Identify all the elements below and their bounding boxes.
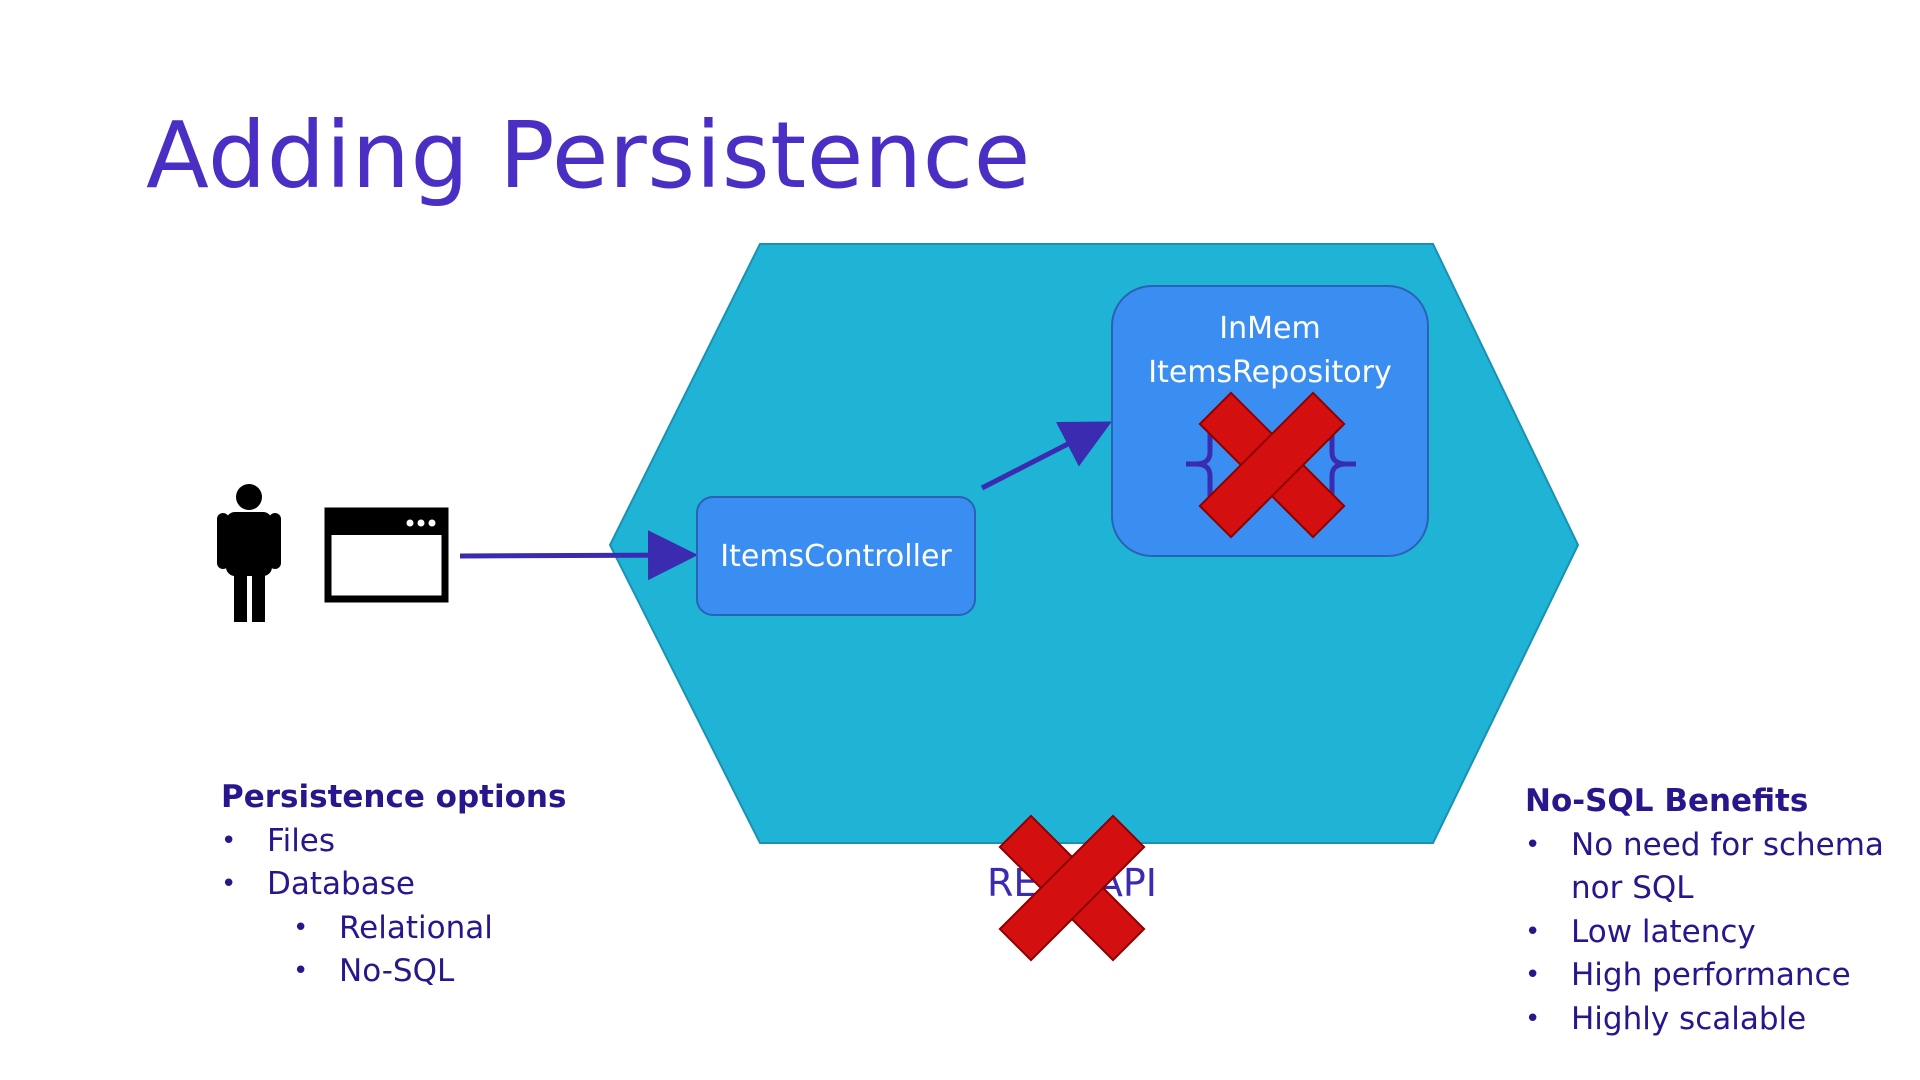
nosql-benefits-list: No-SQL Benefits No need for schema nor S… bbox=[1525, 780, 1884, 1041]
list-item-continuation: nor SQL bbox=[1571, 870, 1694, 906]
list-item: Highly scalable bbox=[1525, 998, 1884, 1042]
list-item: Relational bbox=[293, 907, 566, 951]
repository-arrow bbox=[980, 421, 1112, 491]
list-item: No-SQL bbox=[293, 950, 566, 994]
items-controller-label: ItemsController bbox=[720, 539, 952, 574]
persistence-options-list: Persistence options Files Database Relat… bbox=[221, 776, 566, 994]
list-item: Low latency bbox=[1525, 911, 1884, 955]
repository-label-line1: InMem bbox=[1219, 311, 1320, 346]
list-item: Database bbox=[221, 863, 566, 907]
slide-title: Adding Persistence bbox=[146, 102, 1031, 209]
nosql-benefits-heading: No-SQL Benefits bbox=[1525, 783, 1809, 819]
browser-window-icon bbox=[324, 507, 449, 603]
items-controller-box: ItemsController bbox=[696, 496, 976, 616]
request-arrow bbox=[459, 530, 698, 581]
list-item-text: No need for schema bbox=[1571, 826, 1884, 863]
list-item: No need for schema nor SQL bbox=[1525, 824, 1884, 911]
persistence-options-heading: Persistence options bbox=[221, 779, 567, 815]
person-icon bbox=[217, 484, 281, 622]
repository-label-line2: ItemsRepository bbox=[1148, 355, 1391, 390]
list-item: High performance bbox=[1525, 954, 1884, 998]
inmem-repository-box: InMem ItemsRepository bbox=[1111, 285, 1429, 557]
list-item: Files bbox=[221, 820, 566, 864]
cross-icon bbox=[1198, 391, 1346, 539]
cross-icon bbox=[998, 814, 1146, 962]
